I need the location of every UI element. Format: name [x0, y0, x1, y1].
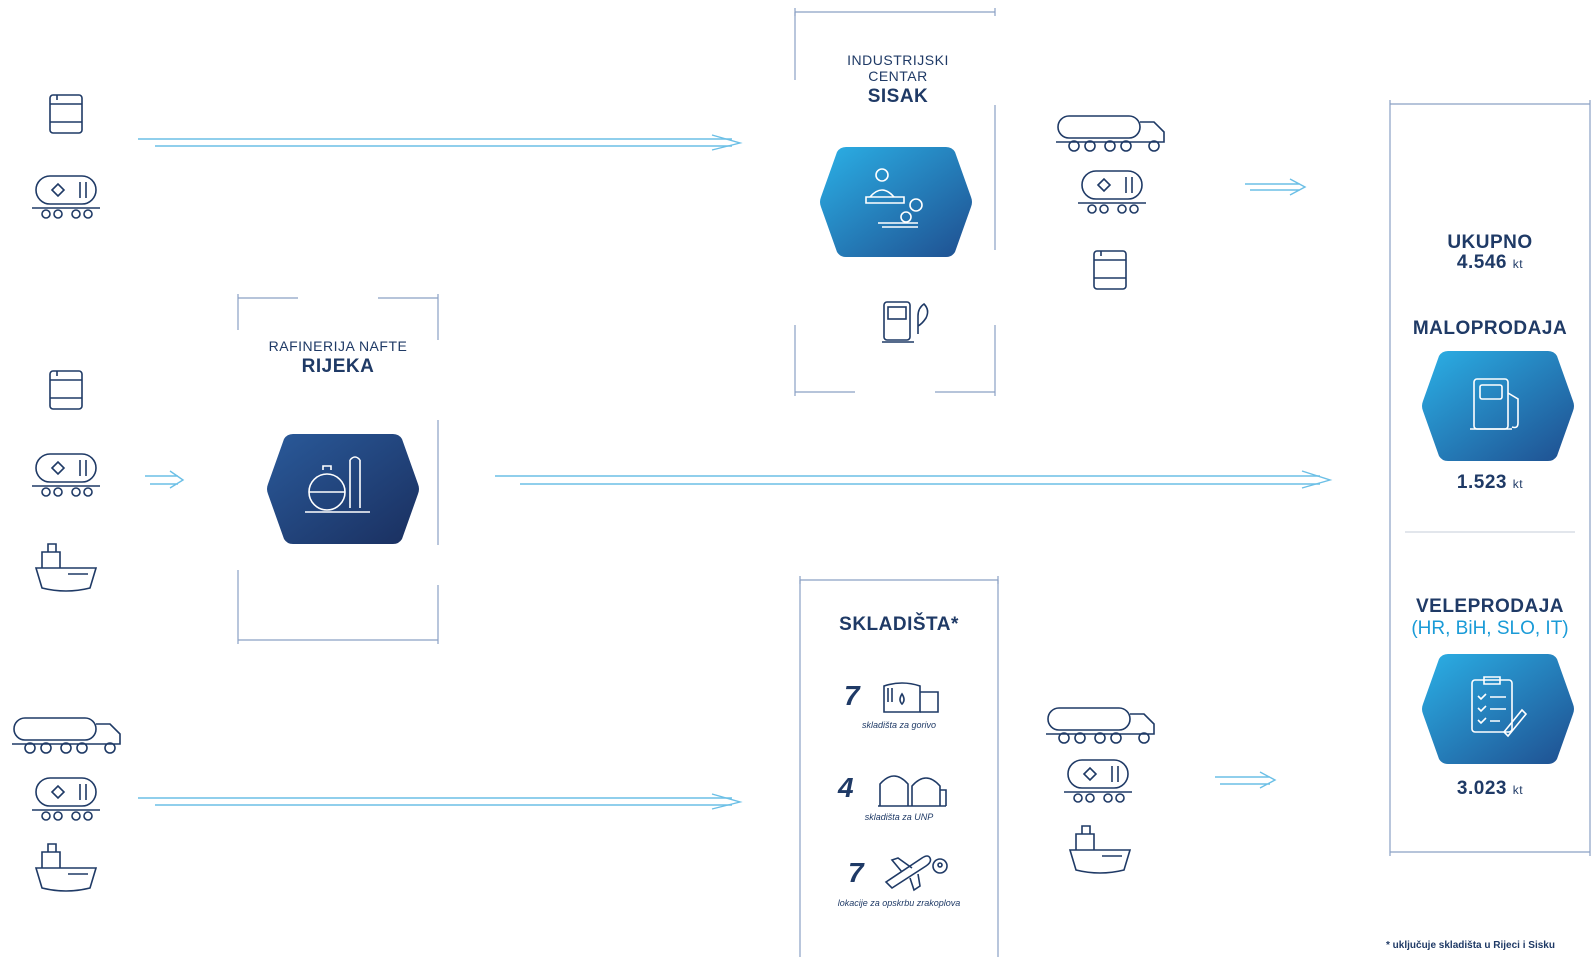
rijeka-title: RIJEKA — [301, 356, 375, 377]
wholesale-label: VELEPRODAJA — [1415, 596, 1565, 617]
industrial-worker-icon — [865, 168, 923, 228]
refinery-icon — [305, 456, 370, 513]
tanker-ship-icon — [34, 843, 98, 892]
rail-tank-car-icon — [32, 453, 100, 497]
airplane-icon — [884, 855, 948, 892]
tanker-ship-icon — [34, 543, 98, 592]
storage-count-air: 7 — [848, 857, 864, 888]
rail-tank-car-icon — [32, 175, 100, 219]
footnote: * uključuje skladišta u Rijeci i Sisku — [1386, 940, 1555, 951]
storage-title: SKLADIŠTA* — [839, 614, 959, 635]
total-unit: kt — [1512, 257, 1524, 271]
barrel-icon — [49, 94, 83, 134]
wholesale-unit: kt — [1512, 783, 1524, 797]
retail-unit: kt — [1512, 477, 1524, 491]
sisak-hexagon — [820, 147, 972, 257]
tanker-truck-icon — [12, 717, 121, 754]
rail-tank-car-icon — [32, 777, 100, 821]
sisak-title: SISAK — [867, 86, 929, 107]
tanker-ship-icon — [1068, 825, 1132, 874]
fuel-tank-icon — [883, 682, 939, 713]
storage-caption-fuel: skladišta za gorivo — [861, 720, 937, 730]
sisak-line2: CENTAR — [868, 68, 928, 84]
rijeka-subtitle: RAFINERIJA NAFTE — [268, 338, 408, 354]
wholesale-regions: (HR, BiH, SLO, IT) — [1411, 618, 1569, 639]
rijeka-hexagon — [267, 434, 419, 544]
rail-tank-car-icon — [1078, 170, 1146, 214]
total-value: 4.546 kt — [1392, 252, 1588, 274]
storage-count-fuel: 7 — [844, 680, 860, 711]
wholesale-hexagon — [1422, 654, 1574, 764]
barrel-icon — [1093, 250, 1127, 290]
storage-caption-lpg: skladišta za UNP — [864, 812, 934, 822]
wholesale-value: 3.023 kt — [1392, 778, 1588, 800]
total-label: UKUPNO — [1447, 232, 1533, 253]
storage-count-lpg: 4 — [838, 772, 854, 803]
total-number: 4.546 — [1456, 252, 1507, 273]
sisak-subtitle: INDUSTRIJSKI CENTAR — [800, 52, 996, 84]
barrel-icon — [49, 370, 83, 410]
fuel-pump-icon — [1470, 378, 1519, 430]
retail-number: 1.523 — [1456, 472, 1507, 493]
sisak-line1: INDUSTRIJSKI — [847, 52, 949, 68]
retail-label: MALOPRODAJA — [1412, 318, 1568, 339]
contract-clipboard-icon — [1471, 676, 1528, 738]
wholesale-number: 3.023 — [1456, 778, 1507, 799]
tanker-truck-icon — [1056, 115, 1165, 152]
fuel-pump-icon — [882, 301, 929, 343]
retail-hexagon — [1422, 351, 1574, 461]
lpg-tanks-icon — [878, 775, 947, 807]
tanker-truck-icon — [1046, 707, 1155, 744]
retail-value: 1.523 kt — [1392, 472, 1588, 494]
storage-caption-air: lokacije za opskrbu zrakoplova — [837, 898, 961, 908]
rail-tank-car-icon — [1064, 759, 1132, 803]
